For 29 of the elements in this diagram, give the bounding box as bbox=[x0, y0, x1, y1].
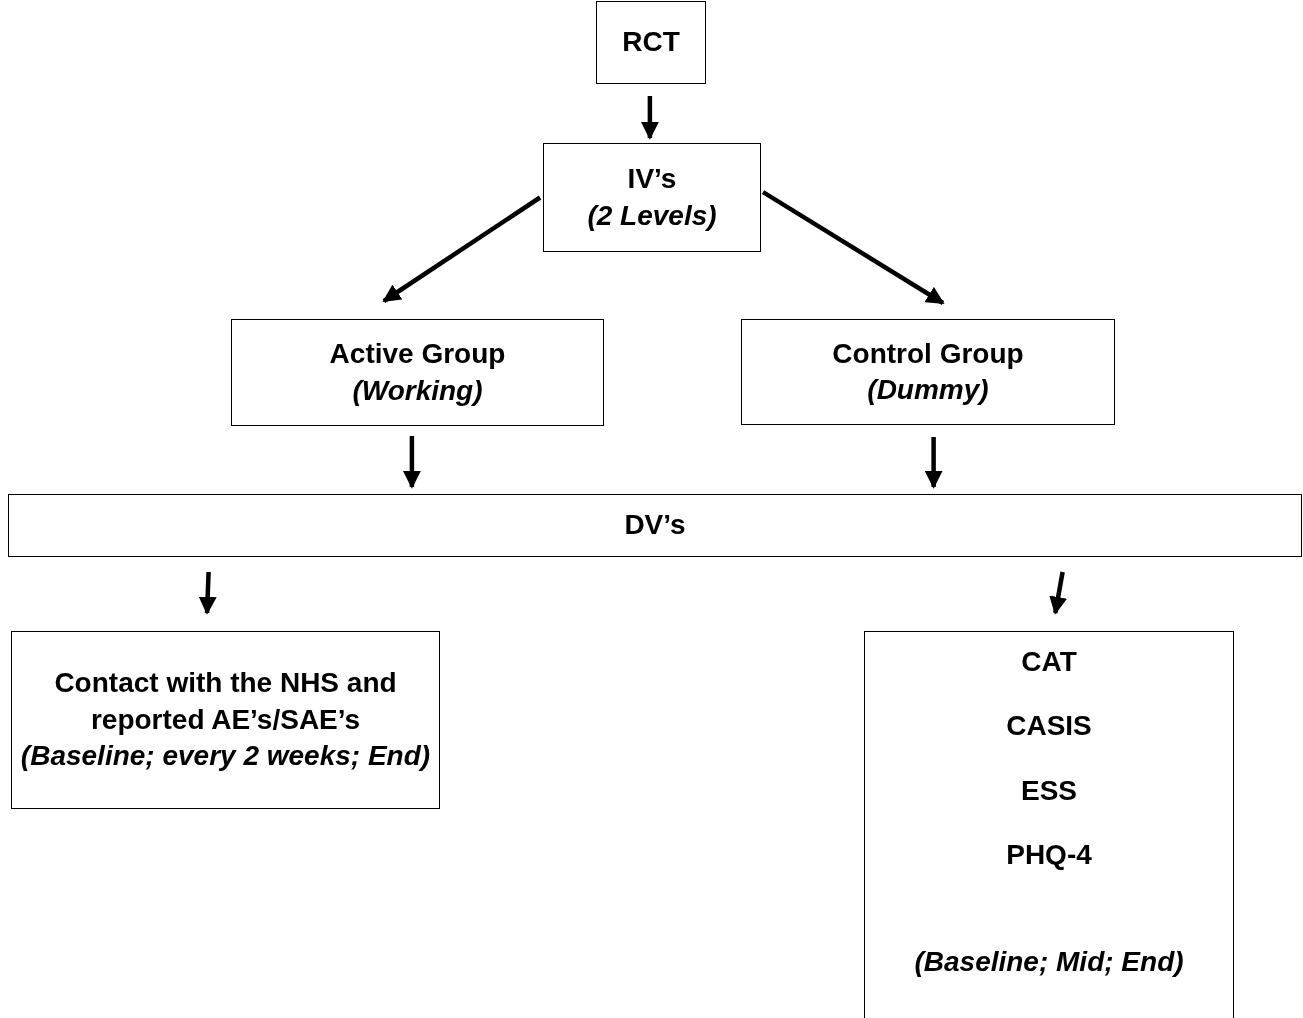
process-box bbox=[596, 1, 706, 84]
box-title: IV’s bbox=[627, 162, 677, 197]
process-box bbox=[11, 631, 440, 809]
process-box bbox=[741, 319, 1115, 425]
process-box bbox=[864, 631, 1234, 1018]
timing-note: (Dummy) bbox=[867, 373, 989, 407]
box-title: DV’s bbox=[624, 508, 686, 543]
arrow bbox=[382, 195, 542, 303]
timing-note: (2 Levels) bbox=[587, 198, 717, 233]
arrow bbox=[761, 190, 945, 305]
timing-note: (Baseline; every 2 weeks; End) bbox=[19, 739, 432, 774]
timing-note: (Working) bbox=[352, 373, 483, 408]
measure-label: CASIS bbox=[1006, 709, 1092, 744]
box-title: CAT bbox=[1021, 645, 1077, 679]
process-box bbox=[543, 143, 761, 252]
box-title: Contact with the NHS and reported AE’s/SAE’s bbox=[53, 666, 398, 737]
box-title: Active Group bbox=[329, 337, 506, 372]
arrow bbox=[402, 436, 421, 489]
timing-note: (Baseline; Mid; End) bbox=[914, 944, 1184, 979]
box-title: RCT bbox=[622, 25, 680, 60]
arrow bbox=[198, 571, 217, 615]
arrow bbox=[640, 96, 659, 140]
measure-label: ESS bbox=[1021, 773, 1077, 808]
arrow bbox=[1049, 571, 1067, 615]
process-box bbox=[8, 494, 1302, 557]
measure-label: PHQ-4 bbox=[1006, 838, 1092, 873]
arrow bbox=[924, 437, 943, 489]
box-title: Control Group bbox=[832, 336, 1024, 371]
process-box bbox=[231, 319, 604, 426]
